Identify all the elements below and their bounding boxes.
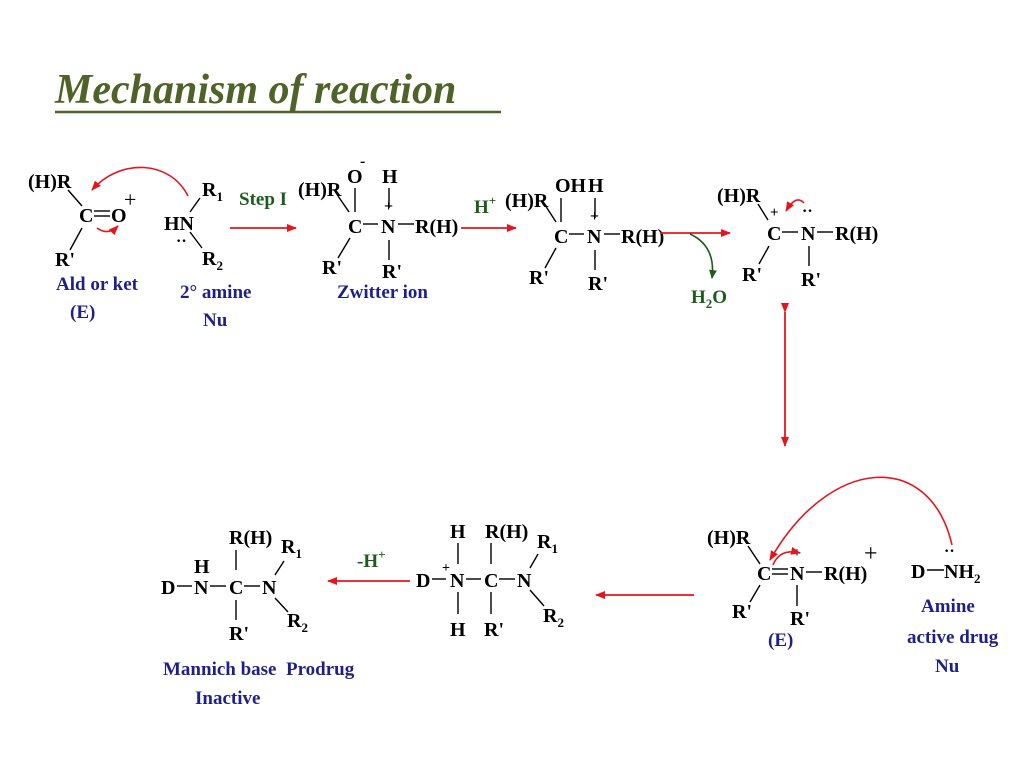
svg-text:-: - bbox=[360, 153, 365, 170]
svg-text:R(H): R(H) bbox=[835, 223, 878, 245]
svg-text:R': R' bbox=[382, 261, 402, 283]
svg-text:R(H): R(H) bbox=[415, 216, 458, 238]
svg-text:(E): (E) bbox=[70, 302, 95, 323]
svg-text:Nu: Nu bbox=[935, 656, 960, 677]
lone-pair-donation-arrow bbox=[785, 199, 805, 212]
svg-text:R(H): R(H) bbox=[229, 527, 272, 549]
svg-text:D: D bbox=[911, 561, 925, 583]
svg-text:R2: R2 bbox=[202, 248, 223, 273]
deprotonation-reagent: -H+ bbox=[357, 547, 386, 572]
svg-text:NH2: NH2 bbox=[944, 561, 981, 586]
secondary-amine: HN ·· R1 R2 2° amine Nu bbox=[164, 179, 251, 331]
svg-text:R': R' bbox=[801, 269, 821, 291]
svg-text:active drug: active drug bbox=[907, 627, 999, 648]
protonated-adduct: H D + N H R(H) C R' N R1 R2 bbox=[416, 521, 564, 641]
svg-text:O: O bbox=[111, 205, 127, 227]
svg-text:Ald or ket: Ald or ket bbox=[56, 274, 139, 295]
svg-text:N: N bbox=[450, 570, 465, 592]
svg-text:H: H bbox=[588, 175, 604, 197]
svg-text:C: C bbox=[767, 223, 781, 245]
svg-text:Amine: Amine bbox=[921, 596, 975, 617]
svg-text:R(H): R(H) bbox=[824, 563, 867, 585]
slide-title: Mechanism of reaction bbox=[54, 67, 501, 114]
svg-text:R': R' bbox=[529, 267, 549, 289]
svg-text:R': R' bbox=[55, 249, 75, 271]
svg-text:+: + bbox=[590, 208, 599, 225]
svg-text:R1: R1 bbox=[202, 179, 223, 204]
svg-text:+: + bbox=[864, 541, 878, 567]
svg-text:OH: OH bbox=[555, 175, 587, 197]
svg-text:D: D bbox=[161, 577, 175, 599]
water-product: H2O bbox=[691, 287, 727, 311]
carbonyl-compound: (H)R C O + R' Ald or ket (E) bbox=[28, 171, 139, 323]
pi-shift-arrow bbox=[772, 546, 801, 566]
svg-text:R': R' bbox=[322, 257, 342, 279]
svg-text:H: H bbox=[382, 166, 398, 188]
svg-text:C: C bbox=[757, 563, 771, 585]
nucleophilic-attack-arrow bbox=[91, 166, 189, 197]
carbocation-intermediate: (H)R + C N ·· R(H) R' R' bbox=[717, 185, 878, 291]
svg-text:H: H bbox=[450, 619, 466, 641]
svg-text:D: D bbox=[416, 570, 430, 592]
svg-text:N: N bbox=[381, 216, 396, 238]
svg-text:2° amine: 2° amine bbox=[180, 282, 251, 303]
svg-text:R(H): R(H) bbox=[485, 521, 528, 543]
water-loss-arrow bbox=[689, 233, 717, 279]
svg-text:HN: HN bbox=[164, 213, 195, 235]
mannich-base-prodrug: H D N R(H) C R' N R1 R2 Mannich base Pro… bbox=[161, 527, 355, 709]
svg-text:(H)R: (H)R bbox=[717, 185, 761, 207]
svg-text:C: C bbox=[229, 577, 243, 599]
svg-text:··: ·· bbox=[944, 543, 955, 560]
svg-text:Mechanism of reaction: Mechanism of reaction bbox=[54, 67, 456, 113]
svg-text:(H)R: (H)R bbox=[28, 171, 72, 193]
svg-text:N: N bbox=[801, 223, 816, 245]
svg-text:C: C bbox=[554, 226, 568, 248]
svg-text:R(H): R(H) bbox=[621, 226, 664, 248]
svg-text:H: H bbox=[450, 521, 466, 543]
zwitter-ion: O - H (H)R C N + R(H) R' R' Zwitter ion bbox=[298, 153, 458, 303]
step-label: Step I bbox=[239, 189, 287, 210]
iminium-ion: (H)R C N + R(H) + R' R' (E) bbox=[707, 527, 878, 651]
svg-text:(E): (E) bbox=[768, 630, 793, 651]
svg-text:H: H bbox=[194, 556, 210, 578]
svg-text:R1: R1 bbox=[537, 531, 558, 556]
svg-text:R2: R2 bbox=[287, 610, 308, 635]
amine-active-drug: D NH2 ·· Amine active drug Nu bbox=[907, 543, 999, 677]
svg-text:N: N bbox=[262, 577, 277, 599]
carbinolamine: OH H (H)R C N + R(H) R' R' bbox=[505, 175, 664, 295]
svg-text:(H)R: (H)R bbox=[707, 527, 751, 549]
svg-text:R': R' bbox=[588, 273, 608, 295]
svg-text:+: + bbox=[124, 187, 136, 212]
svg-text:R1: R1 bbox=[281, 536, 302, 561]
svg-text:R': R' bbox=[229, 623, 249, 645]
svg-text:··: ·· bbox=[802, 203, 813, 220]
svg-text:R': R' bbox=[790, 608, 810, 630]
svg-text:N: N bbox=[790, 563, 805, 585]
svg-text:+: + bbox=[770, 205, 779, 221]
svg-text:C: C bbox=[79, 205, 93, 227]
svg-text:R2: R2 bbox=[543, 605, 564, 630]
drug-attack-arrow bbox=[769, 476, 953, 561]
svg-text:N: N bbox=[194, 577, 209, 599]
svg-text:(H)R: (H)R bbox=[298, 179, 342, 201]
svg-text:Zwitter ion: Zwitter ion bbox=[337, 282, 428, 303]
pi-bond-shift-arrow bbox=[96, 225, 119, 236]
svg-text:R': R' bbox=[732, 601, 752, 623]
svg-text:O: O bbox=[347, 166, 363, 188]
proton-reagent: H+ bbox=[474, 193, 496, 218]
svg-text:Mannich base Prodrug: Mannich base Prodrug bbox=[163, 659, 355, 680]
svg-text:R': R' bbox=[484, 619, 504, 641]
svg-text:N: N bbox=[587, 226, 602, 248]
svg-text:C: C bbox=[348, 216, 362, 238]
svg-text:Nu: Nu bbox=[203, 310, 228, 331]
svg-text:+: + bbox=[442, 561, 450, 576]
svg-text:N: N bbox=[517, 570, 532, 592]
svg-text:(H)R: (H)R bbox=[505, 190, 549, 212]
svg-text:C: C bbox=[484, 570, 498, 592]
svg-text:R': R' bbox=[742, 264, 762, 286]
svg-text:··: ·· bbox=[176, 233, 187, 250]
svg-text:+: + bbox=[384, 198, 393, 215]
svg-text:Inactive: Inactive bbox=[195, 688, 260, 709]
